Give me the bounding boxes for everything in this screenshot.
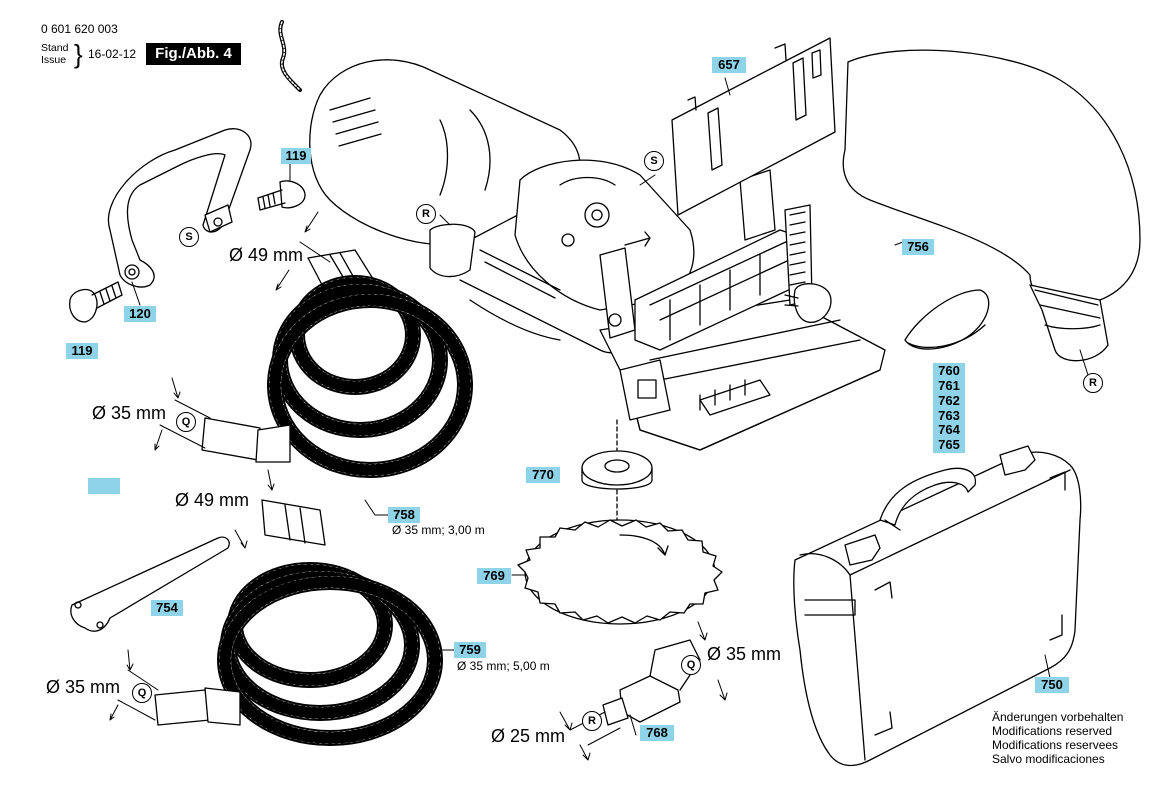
part-tag-761: 761 <box>933 378 965 394</box>
issue-date: 16-02-12 <box>88 47 137 61</box>
header-brace: } <box>74 39 83 69</box>
flange-770 <box>581 419 653 521</box>
dim-35mm-bottom: Ø 35 mm <box>46 677 121 697</box>
stand-label: Stand <box>41 42 69 54</box>
bolt-119-bottom <box>69 281 123 323</box>
part-tag-769: 769 <box>477 568 511 584</box>
callout-q-hose759: Q <box>132 683 152 703</box>
dim-35mm-left: Ø 35 mm <box>92 403 167 423</box>
dim-25mm: Ø 25 mm <box>491 726 566 746</box>
biscuit-jointer <box>309 59 886 451</box>
callout-s-handle: S <box>179 227 199 247</box>
note-es: Salvo modificaciones <box>992 752 1105 766</box>
callout-q-hose758: Q <box>176 412 196 432</box>
hose-758 <box>201 249 473 478</box>
callout-r-jointer: R <box>416 204 436 224</box>
adapter-768 <box>602 639 701 726</box>
wrench-754 <box>70 536 230 632</box>
part-tag-119-top: 119 <box>281 148 311 164</box>
part-tag-754: 754 <box>151 600 183 616</box>
part-number: 0 601 620 003 <box>41 22 118 36</box>
handle-120 <box>107 128 252 288</box>
callout-r-bag: R <box>1083 373 1103 393</box>
case-750 <box>793 445 1082 767</box>
dim-49mm-mid: Ø 49 mm <box>175 490 250 510</box>
part-tag-759: 759 <box>454 642 486 658</box>
bolt-119-top <box>257 180 306 211</box>
part-tag-120: 120 <box>124 306 156 322</box>
dimension-lines <box>109 77 1089 761</box>
hose-759-spec: Ø 35 mm; 5,00 m <box>457 659 550 673</box>
part-tag-764: 764 <box>933 422 965 438</box>
part-tag-762: 762 <box>933 393 965 409</box>
part-tag-756: 756 <box>902 239 934 255</box>
part-tag-657: 657 <box>712 57 746 73</box>
part-tag-760: 760 <box>933 363 965 379</box>
part-tag-770: 770 <box>526 467 560 483</box>
figure-label: Fig./Abb. 4 <box>146 43 241 65</box>
hose-759 <box>154 499 443 746</box>
part-tag-765: 765 <box>933 437 965 453</box>
hose-758-spec: Ø 35 mm; 3,00 m <box>392 523 485 537</box>
part-tag-768: 768 <box>640 725 674 741</box>
power-cord <box>278 20 302 92</box>
dim-49mm-top: Ø 49 mm <box>229 245 304 265</box>
part-tag-763: 763 <box>933 408 965 424</box>
part-tag-750: 750 <box>1035 677 1069 693</box>
callout-r-adapter: R <box>582 711 602 731</box>
blade-769 <box>517 519 723 625</box>
callout-s-jointer: S <box>644 151 664 171</box>
dim-35mm-right: Ø 35 mm <box>707 644 782 664</box>
part-tag-758: 758 <box>388 507 420 523</box>
note-de: Änderungen vorbehalten <box>992 710 1124 724</box>
part-657-plate <box>671 37 836 216</box>
dust-bag <box>842 49 1141 362</box>
part-tag-119-bottom: 119 <box>66 343 98 359</box>
biscuit <box>904 289 990 350</box>
note-en: Modifications reserved <box>992 724 1113 738</box>
part-tag-blank <box>88 478 120 494</box>
note-fr: Modifications reservees <box>992 738 1119 752</box>
callout-q-adapter: Q <box>681 655 701 675</box>
issue-label: Issue <box>41 54 67 66</box>
